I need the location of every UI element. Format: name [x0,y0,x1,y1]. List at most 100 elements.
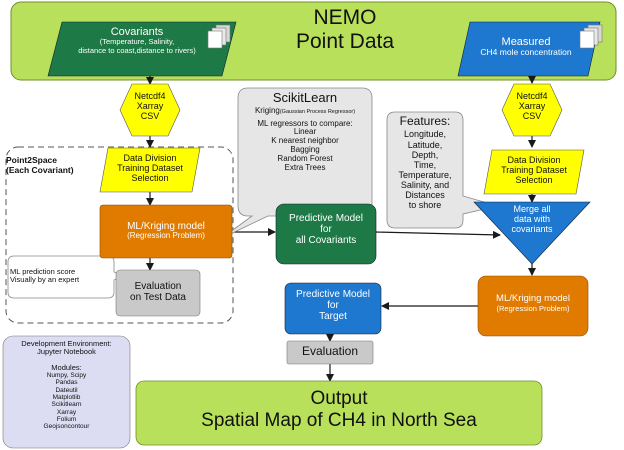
evaluation-box [286,340,374,365]
format-right-1: Xarray [518,101,546,112]
scikit-kriging: Kriging(Gaussian Process Regressor) [240,105,370,116]
features-item-7: to shore [408,199,442,210]
features-title: Features: [399,114,451,128]
ml-kriging-right [477,275,589,337]
point2space-line2: (Each Covariant) [6,164,74,175]
document-stack-icon-right [579,24,603,49]
scikit-item-0: Linear [293,127,317,137]
predictive-all-2: all Covariants [295,235,357,247]
measured-title: Measured [501,36,551,48]
predictive-target-box [284,282,382,335]
features-item-3: Time, [413,159,437,170]
scikit-compare: ML regressors to compare: [257,118,353,128]
features-callout [386,111,499,229]
scikit-title: ScikitLearn [272,90,338,105]
format-left-text: Netcdf4 Xarray CSV [120,91,180,121]
ml-score-1: Visually by an expert [10,275,80,285]
ml-left-title: ML/Kriging model [127,221,205,232]
data-division-left-text: Data Division Training Dataset Selection [102,153,198,183]
format-left-2: CSV [140,111,160,122]
covariants-box [47,21,237,77]
dev-env-box [2,335,131,449]
predictive-target-0: Predictive Model [296,289,370,300]
ml-score-text: ML prediction score Visually by an exper… [10,267,114,285]
output-box [135,380,543,446]
scikit-kriging-sub: (Gaussian Process Regressor) [279,108,356,115]
dev-env-module-7: Geojsoncontour [43,423,90,431]
dev-env-module-5: Xarray [56,408,77,416]
scikit-kriging-main: Kriging [254,105,280,115]
merge-0: Merge all [513,204,551,214]
measured-sub: CH4 mole concentration [480,47,572,58]
dev-env-module-0: Numpy, Scipy [46,372,87,380]
point2space-line1: Point2Space [6,155,58,165]
header-title-line1: NEMO [313,6,377,29]
data-division-left-1: Training Dataset [117,163,183,174]
features-item-6: Distances [405,189,445,200]
data-division-left [99,147,201,193]
covariants-text: Covariants (Temperature, Salinity, dista… [48,26,226,55]
dev-env-text: Development Environment: Jupyter Noteboo… [3,339,130,431]
evaluation-test-0: Evaluation [134,281,182,292]
ml-score-0: ML prediction score [10,267,76,276]
dev-env-line1: Development Environment: [21,339,112,348]
evaluation-test-text: Evaluation on Test Data [116,281,200,303]
format-right-2: CSV [522,111,542,122]
data-division-right-2: Selection [515,175,553,186]
predictive-target-text: Predictive Model for Target [285,289,381,323]
features-text: Features: Longitude, Latitude, Depth, Ti… [387,114,463,210]
evaluation-text: Evaluation [301,344,359,358]
header-title-line2: Point Data [295,29,395,53]
features-item-2: Depth, [411,149,439,160]
merge-1: data with [513,214,551,225]
dev-env-module-3: Matplotlib [52,393,81,401]
features-item-5: Salinity, and [400,179,450,190]
scikit-text: ScikitLearn Kriging(Gaussian Process Reg… [240,90,370,173]
point2space-label: Point2Space (Each Covariant) [6,155,78,175]
data-division-right [483,149,585,195]
document-stack-icon-left [207,24,231,49]
ml-left-sub: (Regression Problem) [127,231,205,241]
predictive-all-1: for [320,224,332,236]
features-item-4: Temperature, [398,169,452,180]
dev-env-module-4: Scikitlearn [51,401,82,409]
data-division-left-2: Selection [131,173,169,184]
features-item-1: Latitude, [407,139,443,150]
format-hexagon-left [119,83,181,137]
scikit-callout [221,87,373,239]
ml-right-text: ML/Kriging model (Regression Problem) [478,293,588,313]
dev-env-module-1: Pandas [55,379,78,387]
features-item-0: Longitude, [403,129,447,140]
predictive-target-1: for [327,300,339,312]
ml-kriging-left [99,204,233,259]
merge-triangle [473,201,591,265]
format-right-text: Netcdf4 Xarray CSV [502,91,562,121]
arrow-predictive-all-to-merge [374,230,501,239]
scikit-item-1: K nearest neighbor [271,136,339,146]
output-line1: Output [310,388,368,409]
evaluation-test-1: on Test Data [130,292,186,304]
scikit-item-4: Extra Trees [284,163,326,173]
ml-left-text: ML/Kriging model (Regression Problem) [100,221,232,241]
format-hexagon-right [501,83,563,137]
dev-env-module-6: Folium [56,415,77,423]
format-left-0: Netcdf4 [134,91,166,101]
predictive-all-0: Predictive Model [289,213,363,224]
evaluation-test-box [115,269,201,317]
predictive-all-box [275,203,377,265]
header-title: NEMO Point Data [240,6,450,53]
format-left-1: Xarray [136,101,164,112]
ml-right-sub: (Regression Problem) [496,303,570,313]
data-division-right-1: Training Dataset [501,165,567,176]
dev-env-line2: Jupyter Notebook [37,347,96,357]
measured-box [457,21,601,77]
format-right-0: Netcdf4 [516,91,548,101]
point2space-region [5,146,234,324]
data-division-right-0: Data Division [507,155,561,165]
data-division-left-0: Data Division [123,153,177,163]
scikit-item-3: Random Forest [277,154,333,164]
covariants-title: Covariants [110,26,164,38]
measured-text: Measured CH4 mole concentration [462,36,590,58]
merge-text: Merge all data with covariants [492,204,572,234]
ml-score-callout [7,255,126,299]
